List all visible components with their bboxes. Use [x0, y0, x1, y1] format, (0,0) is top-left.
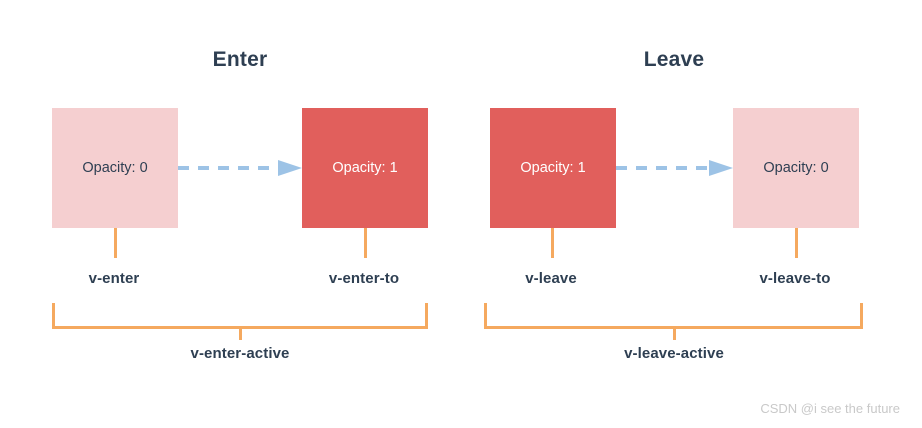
- class-label-v-enter-to: v-enter-to: [328, 270, 400, 287]
- state-box-leave-from-label: Opacity: 1: [520, 160, 586, 176]
- connector-stem-v-enter: [114, 228, 117, 258]
- section-title-enter: Enter: [212, 48, 268, 71]
- state-box-enter-to: Opacity: 1: [302, 108, 428, 228]
- section-title-leave: Leave: [643, 48, 705, 71]
- class-label-v-enter-active: v-enter-active: [190, 345, 290, 362]
- class-label-v-leave-active: v-leave-active: [624, 345, 724, 362]
- dashed-arrow-right-icon-leave: [616, 160, 733, 176]
- state-box-leave-from: Opacity: 1: [490, 108, 616, 228]
- connector-stem-v-leave-to: [795, 228, 798, 258]
- state-box-leave-to-label: Opacity: 0: [763, 160, 829, 176]
- state-box-enter-from-label: Opacity: 0: [82, 160, 148, 176]
- state-box-enter-from: Opacity: 0: [52, 108, 178, 228]
- dashed-arrow-right-icon-enter: [178, 160, 302, 176]
- class-label-v-enter: v-enter: [88, 270, 140, 287]
- connector-stem-v-leave: [551, 228, 554, 258]
- bracket-tick-enter-active: [239, 326, 242, 340]
- watermark-text: CSDN @i see the future: [760, 401, 900, 416]
- bracket-tick-leave-active: [673, 326, 676, 340]
- state-box-enter-to-label: Opacity: 1: [332, 160, 398, 176]
- class-label-v-leave: v-leave: [525, 270, 577, 287]
- connector-stem-v-enter-to: [364, 228, 367, 258]
- state-box-leave-to: Opacity: 0: [733, 108, 859, 228]
- class-label-v-leave-to: v-leave-to: [759, 270, 831, 287]
